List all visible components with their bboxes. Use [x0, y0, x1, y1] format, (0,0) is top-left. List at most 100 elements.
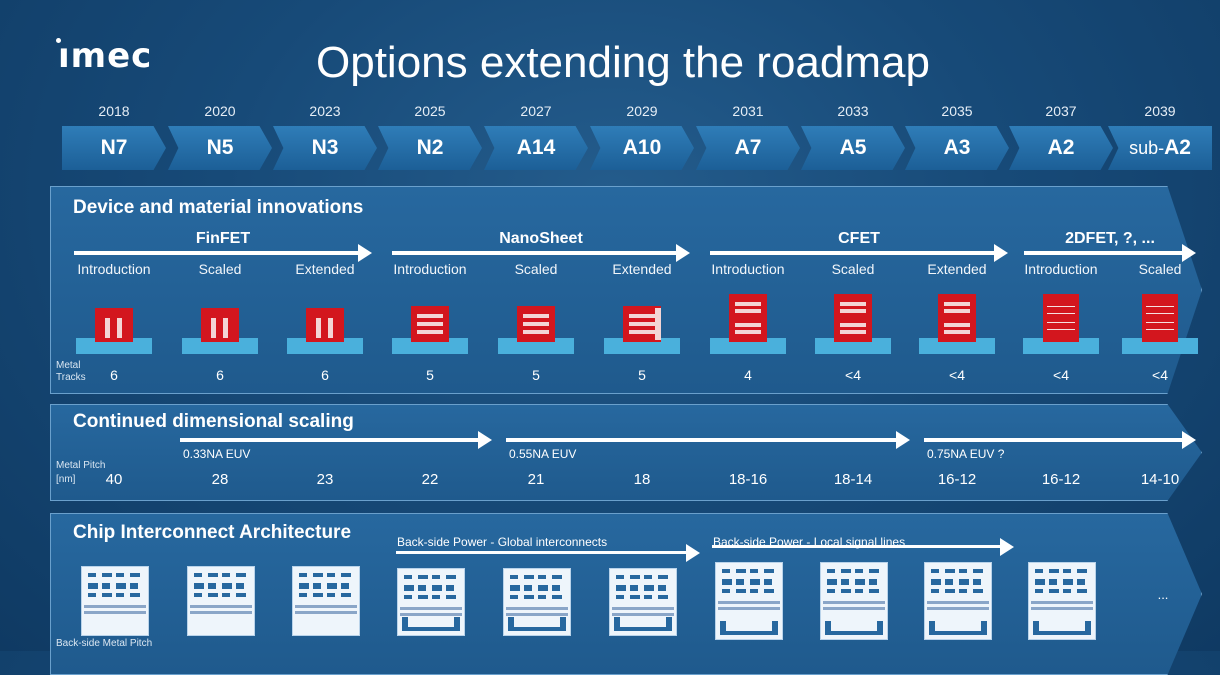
nanosheet — [735, 309, 761, 313]
metal-pitch-value: 18-14 — [833, 471, 873, 488]
metal-block — [194, 593, 202, 597]
nanosheet — [523, 322, 549, 326]
metal-block — [973, 569, 983, 573]
backside-rail — [454, 617, 460, 631]
metal-block — [538, 585, 548, 591]
metal-block — [327, 583, 337, 589]
backside-rail — [508, 617, 514, 631]
interconnect-schematic — [187, 566, 255, 636]
stage-label: Introduction — [711, 261, 785, 277]
metal-block — [446, 585, 454, 591]
metal-block — [102, 573, 112, 577]
backside-plate — [720, 631, 778, 635]
substrate — [1122, 338, 1198, 354]
nanosheet — [417, 330, 443, 334]
metal-block — [552, 595, 562, 599]
metal-block — [1063, 569, 1071, 573]
2d-channel — [1047, 322, 1075, 323]
fin-channel — [328, 318, 333, 338]
metal-block — [236, 573, 246, 577]
metal-block — [208, 593, 218, 597]
metal-block — [959, 579, 969, 585]
metal-block — [404, 575, 412, 579]
substrate — [392, 338, 468, 354]
stage-label: Introduction — [393, 261, 467, 277]
backside-plate — [402, 627, 460, 631]
metal-block — [524, 585, 532, 591]
backside-plate — [508, 627, 566, 631]
substrate — [76, 338, 152, 354]
metal-track-value: 6 — [110, 367, 118, 383]
metal-block — [313, 573, 323, 577]
metal-block — [510, 585, 520, 591]
euv-arrow — [924, 431, 1196, 449]
interconnect-schematic — [81, 566, 149, 636]
metal-block — [88, 583, 98, 589]
stage-label: Scaled — [1138, 261, 1182, 277]
metal-block — [404, 585, 414, 591]
device-layer — [190, 611, 252, 614]
metal-block — [841, 589, 851, 593]
metal-block — [630, 595, 640, 599]
metal-block — [510, 575, 518, 579]
backside-rail — [402, 617, 408, 631]
gate — [306, 308, 344, 342]
gate — [623, 306, 661, 342]
backside-rail — [1085, 621, 1091, 635]
metal-track-value: <4 — [845, 367, 861, 383]
interconnect-schematic — [292, 566, 360, 636]
metal-block — [658, 575, 668, 579]
node-chevron: A2 — [1009, 126, 1113, 170]
device-layer — [295, 611, 357, 614]
metal-block — [130, 583, 138, 589]
2d-channel — [1146, 306, 1174, 307]
metal-block — [1077, 579, 1085, 585]
metal-block — [510, 595, 518, 599]
device-panel-title: Device and material innovations — [73, 197, 364, 218]
node-chevron: A3 — [905, 126, 1009, 170]
year-label: 2035 — [941, 103, 973, 119]
nanosheet — [629, 314, 655, 318]
nanosheet — [523, 314, 549, 318]
nanosheet — [629, 322, 655, 326]
metal-block — [538, 575, 546, 579]
node-chevron: A7 — [696, 126, 800, 170]
fin-channel — [316, 318, 321, 338]
gate — [938, 294, 976, 342]
year-label: 2033 — [837, 103, 869, 119]
metal-block — [1035, 569, 1043, 573]
metal-block — [313, 593, 323, 597]
device-layer — [718, 607, 780, 610]
substrate — [815, 338, 891, 354]
nanosheet — [629, 330, 655, 334]
metal-block — [446, 575, 456, 579]
metal-block — [552, 575, 562, 579]
metal-block — [855, 589, 863, 593]
euv-arrow — [506, 431, 910, 449]
metal-block — [194, 573, 202, 577]
metal-block — [102, 583, 110, 589]
metal-pitch-value: 14-10 — [1140, 471, 1180, 488]
backside-rail — [720, 621, 726, 635]
ellipsis: ... — [1157, 587, 1169, 602]
device-layer — [612, 607, 674, 610]
metal-block — [208, 583, 216, 589]
metal-tracks-label: Metal Tracks — [56, 360, 86, 383]
stage-label: Scaled — [514, 261, 558, 277]
metal-block — [341, 593, 351, 597]
2d-channel — [1146, 322, 1174, 323]
substrate — [710, 338, 786, 354]
metal-block — [959, 569, 967, 573]
metal-block — [869, 579, 877, 585]
metal-block — [855, 569, 863, 573]
metal-block — [1049, 589, 1059, 593]
node-chevron: N3 — [273, 126, 377, 170]
metal-block — [341, 583, 349, 589]
metal-block — [722, 589, 730, 593]
metal-track-value: 5 — [532, 367, 540, 383]
metal-block — [88, 593, 96, 597]
device-materials-panel: Device and material innovations — [50, 186, 1202, 394]
nanosheet — [735, 330, 761, 334]
metal-block — [855, 579, 865, 585]
